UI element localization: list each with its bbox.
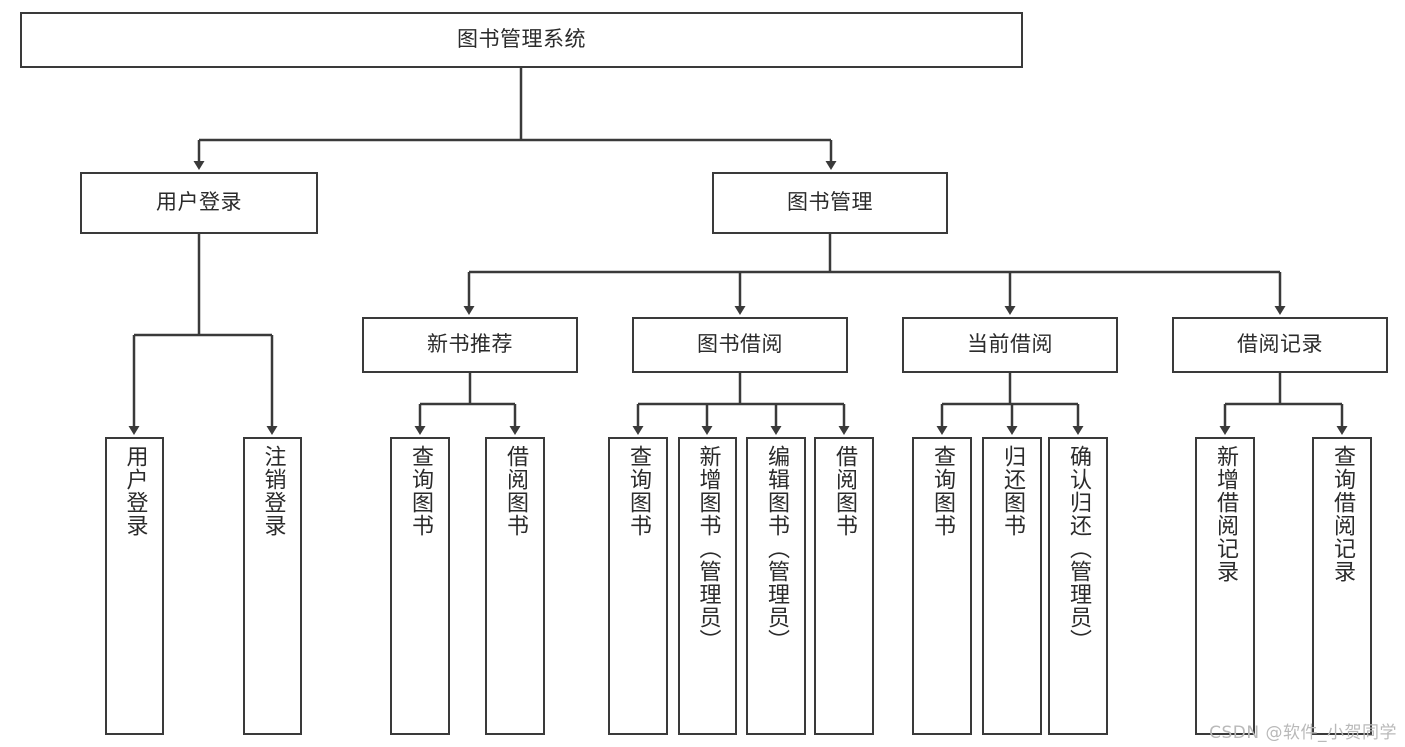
node-leaf-user-logout[interactable]: 注销登录 (243, 437, 302, 735)
node-leaf-cur-query-book-label: 查询图书 (930, 445, 955, 537)
node-leaf-cur-return-book[interactable]: 归还图书 (982, 437, 1042, 735)
node-borrow-record[interactable]: 借阅记录 (1172, 317, 1388, 373)
node-leaf-brw-edit-book[interactable]: 编辑图书（管理员） (746, 437, 806, 735)
node-leaf-brw-add-book-label: 新增图书（管理员） (695, 445, 721, 652)
node-leaf-brw-query-book-label: 查询图书 (626, 445, 651, 537)
node-current-borrow[interactable]: 当前借阅 (902, 317, 1118, 373)
node-leaf-rec-add-record[interactable]: 新增借阅记录 (1195, 437, 1255, 735)
node-book-borrow[interactable]: 图书借阅 (632, 317, 848, 373)
node-leaf-rec-query-record-label: 查询借阅记录 (1330, 445, 1355, 583)
node-leaf-cur-confirm[interactable]: 确认归还（管理员） (1048, 437, 1108, 735)
node-current-borrow-label: 当前借阅 (967, 332, 1053, 357)
node-leaf-cur-query-book[interactable]: 查询图书 (912, 437, 972, 735)
node-leaf-brw-add-book[interactable]: 新增图书（管理员） (678, 437, 737, 735)
node-book-borrow-label: 图书借阅 (697, 332, 783, 357)
watermark: CSDN @软件_小贺同学 (1209, 723, 1397, 743)
node-book-manage-label: 图书管理 (787, 190, 873, 215)
node-leaf-brw-query-book[interactable]: 查询图书 (608, 437, 668, 735)
node-leaf-rec-borrow-book[interactable]: 借阅图书 (485, 437, 545, 735)
node-new-book-rec[interactable]: 新书推荐 (362, 317, 578, 373)
node-leaf-user-login-label: 用户登录 (122, 445, 148, 537)
node-leaf-user-login[interactable]: 用户登录 (105, 437, 164, 735)
node-borrow-record-label: 借阅记录 (1237, 332, 1323, 357)
node-book-manage[interactable]: 图书管理 (712, 172, 948, 234)
node-root-label: 图书管理系统 (457, 27, 586, 52)
node-user-login-label: 用户登录 (156, 190, 242, 215)
node-leaf-rec-add-record-label: 新增借阅记录 (1213, 445, 1238, 583)
node-user-login[interactable]: 用户登录 (80, 172, 318, 234)
node-leaf-cur-return-book-label: 归还图书 (1000, 445, 1025, 537)
node-leaf-cur-confirm-label: 确认归还（管理员） (1066, 445, 1091, 652)
node-leaf-rec-query-record[interactable]: 查询借阅记录 (1312, 437, 1372, 735)
node-leaf-rec-query-book-label: 查询图书 (408, 445, 433, 537)
node-leaf-user-logout-label: 注销登录 (260, 445, 286, 537)
node-leaf-rec-borrow-book-label: 借阅图书 (503, 445, 528, 537)
node-new-book-rec-label: 新书推荐 (427, 332, 513, 357)
node-root[interactable]: 图书管理系统 (20, 12, 1023, 68)
node-leaf-rec-query-book[interactable]: 查询图书 (390, 437, 450, 735)
node-leaf-brw-edit-book-label: 编辑图书（管理员） (764, 445, 789, 652)
node-leaf-brw-borrow-book-label: 借阅图书 (832, 445, 857, 537)
node-leaf-brw-borrow-book[interactable]: 借阅图书 (814, 437, 874, 735)
